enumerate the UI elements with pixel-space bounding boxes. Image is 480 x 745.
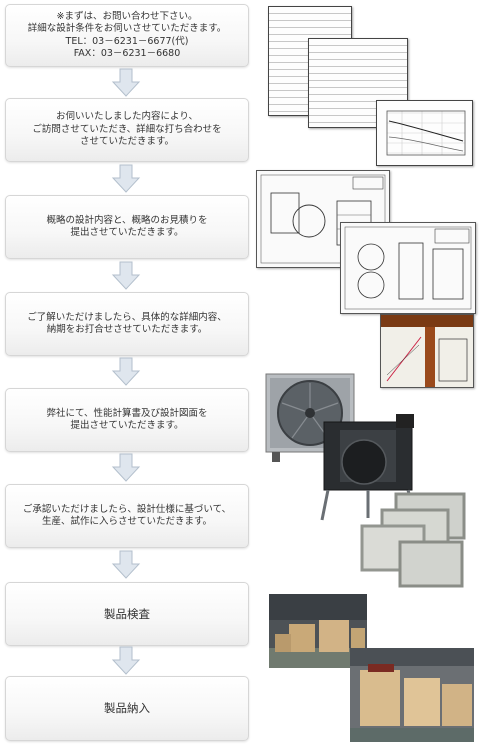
step-6-production: ご承認いただけましたら、設計仕様に基づいて、 生産、試作に入らさせていただきます…	[5, 484, 249, 548]
radiator-drawing	[265, 373, 355, 462]
down-arrow-icon	[111, 646, 141, 675]
down-arrow-icon	[111, 550, 141, 579]
packed-products-drawing	[350, 648, 474, 742]
filter-panels-image	[356, 490, 468, 590]
down-arrow-icon	[111, 164, 141, 193]
filter-panels-drawing	[360, 492, 466, 588]
step-text: させていただきます。	[79, 136, 175, 148]
step-text: 生産、試作に入らさせていただきます。	[41, 516, 213, 527]
cooler-unit-image	[318, 412, 422, 524]
warehouse-inspection-image	[269, 594, 367, 668]
design-drawing-image	[380, 314, 474, 388]
step-text: ご了解いただけましたら、具体的な詳細内容、	[27, 311, 227, 323]
step-text: ご承認いただけましたら、設計仕様に基づいて、	[22, 503, 232, 515]
step-text: 製品納入	[104, 701, 150, 716]
step-text: 概略の設計内容と、概略のお見積りを	[46, 214, 208, 226]
step-text: 提出させていただきます。	[70, 227, 184, 238]
tel-number: TEL：03－6231－6677(代)	[65, 35, 189, 47]
step-text: 製品検査	[104, 606, 150, 621]
down-arrow-icon	[111, 357, 141, 386]
fax-number: FAX：03－6231－6680	[73, 48, 181, 59]
drawing-lines	[344, 226, 472, 310]
down-arrow-icon	[111, 261, 141, 290]
cooler-drawing	[320, 414, 418, 521]
step-1-inquiry: ※まずは、お問い合わせ下さい。 詳細な設計条件をお伺いさせていただきます。 TE…	[5, 4, 249, 67]
packed-products-image	[350, 648, 474, 742]
warehouse-drawing	[269, 594, 367, 668]
drawing-lines	[381, 315, 473, 387]
step-4-details: ご了解いただけましたら、具体的な詳細内容、 納期をお打合せさせていただきます。	[5, 292, 249, 356]
step-3-estimate: 概略の設計内容と、概略のお見積りを 提出させていただきます。	[5, 195, 249, 259]
radiator-product-image	[262, 370, 358, 464]
performance-graph-image	[376, 100, 473, 166]
step-2-visit: お伺いいたしました内容により、 ご訪問させていただき、詳細な打ち合わせを させて…	[5, 98, 249, 162]
step-text: 納期をお打合せさせていただきます。	[46, 324, 208, 335]
step-7-inspection: 製品検査	[5, 582, 249, 646]
step-text: ※まずは、お問い合わせ下さい。	[56, 10, 198, 22]
down-arrow-icon	[111, 453, 141, 482]
graph-drawing	[386, 110, 466, 156]
step-text: お伺いいたしました内容により、	[56, 111, 198, 123]
design-drawing-image	[340, 222, 476, 314]
step-text: 提出させていただきます。	[70, 420, 184, 431]
step-5-drawings: 弊社にて、性能計算書及び設計図面を 提出させていただきます。	[5, 388, 249, 452]
step-text: 弊社にて、性能計算書及び設計図面を	[46, 407, 208, 419]
step-text: ご訪問させていただき、詳細な打ち合わせを	[32, 123, 222, 135]
down-arrow-icon	[111, 68, 141, 97]
step-8-delivery: 製品納入	[5, 676, 249, 741]
step-text: 詳細な設計条件をお伺いさせていただきます。	[27, 23, 227, 34]
